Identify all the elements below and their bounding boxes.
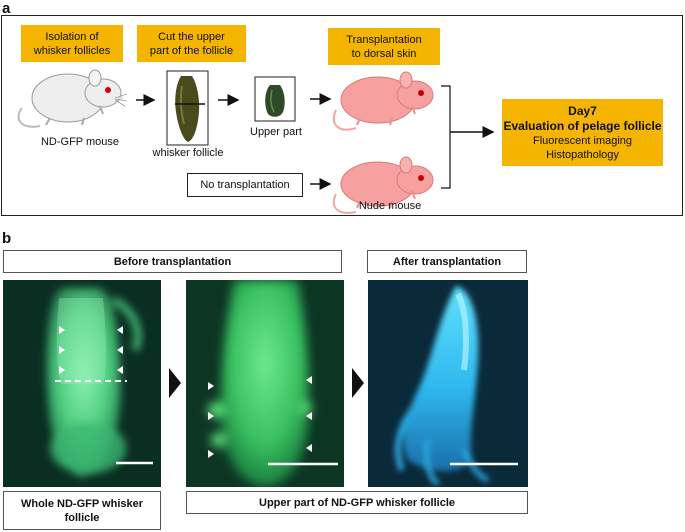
step-isolation-line2: whisker follicles bbox=[33, 44, 111, 57]
whisker-follicle-label: whisker follicle bbox=[152, 147, 224, 159]
step-transplant-line2: to dorsal skin bbox=[351, 47, 417, 60]
triangle-arrow-icon-1 bbox=[169, 368, 181, 398]
panel-a-frame bbox=[1, 15, 683, 216]
result-line2: Evaluation of pelage follicle bbox=[503, 118, 662, 133]
triangle-arrow-icon-2 bbox=[352, 368, 364, 398]
no-transplantation-box: No transplantation bbox=[187, 173, 303, 197]
whole-follicle-caption-line1: Whole ND-GFP whisker bbox=[20, 497, 144, 510]
after-transplantation-header: After transplantation bbox=[367, 250, 527, 273]
whole-follicle-caption-line2: follicle bbox=[64, 511, 100, 524]
day7-evaluation-box: Day7 Evaluation of pelage follicle Fluor… bbox=[502, 99, 663, 166]
whole-follicle-caption: Whole ND-GFP whisker follicle bbox=[3, 491, 161, 530]
step-isolation-line1: Isolation of bbox=[45, 30, 99, 43]
upper-part-caption: Upper part of ND-GFP whisker follicle bbox=[186, 491, 528, 514]
upper-part-fluorescence-image bbox=[186, 280, 344, 487]
whole-follicle-fluorescence-image bbox=[3, 280, 161, 487]
whisker-follicle-image bbox=[175, 76, 205, 142]
donor-mouse-icon bbox=[17, 69, 128, 128]
before-transplantation-header: Before transplantation bbox=[3, 250, 342, 273]
after-transplantation-fluorescence-image bbox=[368, 280, 528, 487]
step-cut-line1: Cut the upper bbox=[158, 30, 225, 43]
panel-b-letter: b bbox=[2, 230, 12, 247]
step-transplant-line1: Transplantation bbox=[346, 33, 422, 46]
nude-mouse-top-icon bbox=[332, 71, 434, 131]
nude-mouse-bottom-icon bbox=[332, 156, 434, 214]
nude-mouse-label: Nude mouse bbox=[358, 200, 422, 212]
donor-mouse-label: ND-GFP mouse bbox=[40, 136, 120, 148]
upper-part-image bbox=[265, 85, 285, 117]
result-line1: Day7 bbox=[568, 103, 597, 118]
panel-a-illustration bbox=[17, 69, 495, 214]
result-line3: Fluorescent imaging bbox=[532, 134, 633, 147]
step-cut-box: Cut the upper part of the follicle bbox=[137, 25, 246, 62]
upper-part-label: Upper part bbox=[250, 126, 302, 138]
result-line4: Histopathology bbox=[546, 148, 619, 161]
panel-a-letter: a bbox=[2, 0, 11, 17]
step-cut-line2: part of the follicle bbox=[149, 44, 234, 57]
step-transplant-box: Transplantation to dorsal skin bbox=[328, 28, 440, 65]
step-isolation-box: Isolation of whisker follicles bbox=[21, 25, 123, 62]
